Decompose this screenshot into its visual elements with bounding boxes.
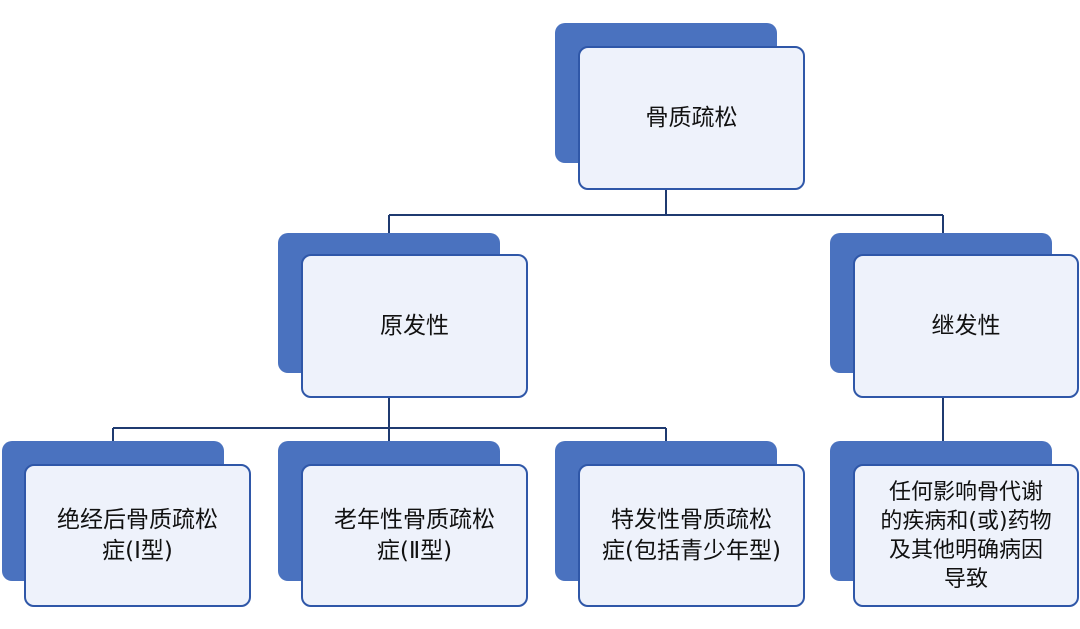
node-primary-label: 原发性 xyxy=(380,312,449,339)
node-idiopathic-label: 特发性骨质疏松 症(包括青少年型) xyxy=(602,506,781,564)
node-secondary-box: 继发性 xyxy=(853,254,1079,398)
node-other-causes-label: 任何影响骨代谢 的疾病和(或)药物 及其他明确病因 导致 xyxy=(880,479,1052,592)
node-secondary-label: 继发性 xyxy=(931,312,1001,339)
node-type1-box: 绝经后骨质疏松 症(Ⅰ型) xyxy=(24,464,251,607)
node-root-label: 骨质疏松 xyxy=(645,104,738,131)
node-other-causes-box: 任何影响骨代谢 的疾病和(或)药物 及其他明确病因 导致 xyxy=(853,464,1079,607)
node-idiopathic-box: 特发性骨质疏松 症(包括青少年型) xyxy=(578,464,805,607)
node-type2-label: 老年性骨质疏松 症(Ⅱ型) xyxy=(334,506,495,564)
node-root-box: 骨质疏松 xyxy=(578,46,805,190)
node-type1-label: 绝经后骨质疏松 症(Ⅰ型) xyxy=(57,506,218,564)
node-type2-box: 老年性骨质疏松 症(Ⅱ型) xyxy=(301,464,528,607)
node-primary-box: 原发性 xyxy=(301,254,528,398)
